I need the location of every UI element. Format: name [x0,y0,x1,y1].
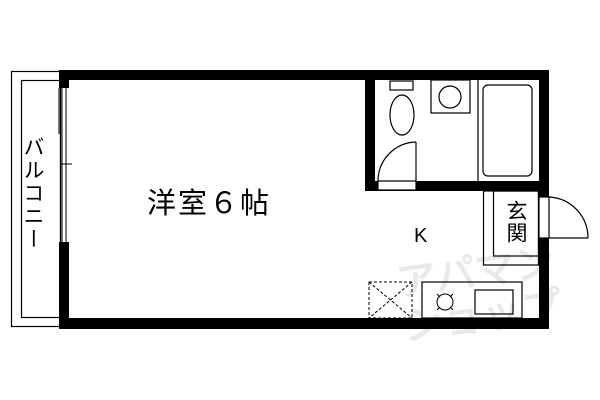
balcony-outline [10,70,62,328]
balcony-window [58,88,72,242]
sink [474,289,514,315]
western-room-label: 洋室６帖 [147,186,272,220]
exterior-walls [59,70,549,329]
toilet-door [377,141,417,191]
washbasin [430,79,471,114]
stove-burner [436,293,454,311]
refrigerator-space [368,281,413,319]
front-door [538,196,589,239]
kitchen-label: K [414,225,428,247]
toilet [389,80,415,136]
kitchen-counter [421,281,523,319]
entrance-label: 玄関 [504,200,528,244]
balcony-label: バルコニー [21,136,45,251]
bathtub [482,84,533,177]
